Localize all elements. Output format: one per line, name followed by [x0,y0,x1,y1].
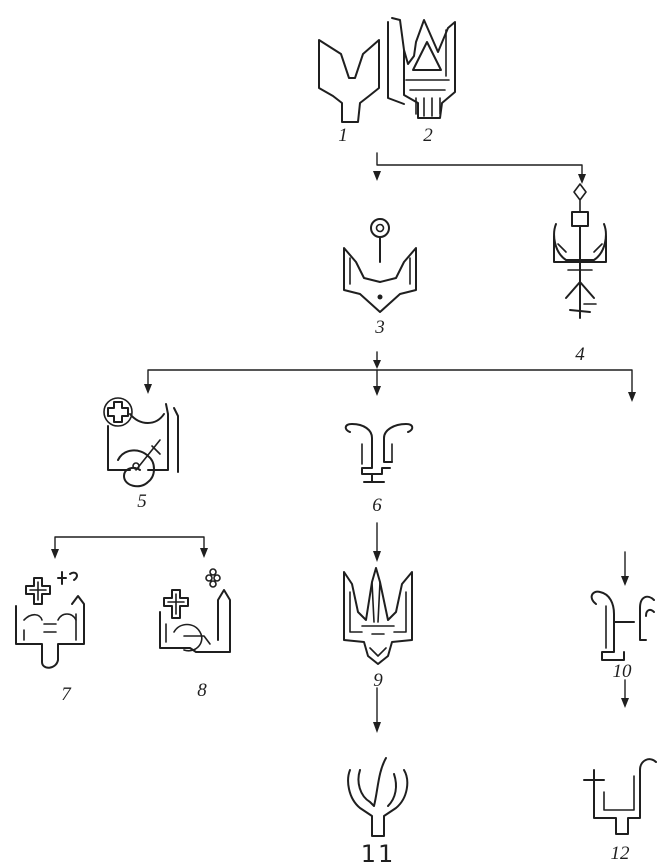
sign-5-glyph [104,398,178,486]
label-4: 4 [575,345,585,364]
sign-3-glyph [344,219,416,312]
arrow-right-column [628,392,636,402]
arrow-to-7 [51,549,59,559]
arrow-to-10 [621,576,629,586]
arrow-to-5 [144,384,152,394]
sign-6-glyph [346,424,413,482]
label-8: 8 [197,681,207,700]
connector-branch-5-6-10 [148,370,632,396]
connectors [51,153,636,733]
label-10: 10 [613,662,632,681]
sign-2-glyph [388,18,455,118]
label-12: 12 [611,844,630,863]
arrow-to-11 [373,722,381,733]
sign-7-glyph [16,572,84,668]
sign-8-glyph [160,569,230,652]
sign-11-glyph [348,758,407,836]
label-9: 9 [373,671,383,690]
arrow-to-3 [373,171,381,181]
label-3: 3 [375,318,385,337]
sign-10-glyph [592,592,654,660]
arrow-3-down [373,360,381,369]
arrow-to-12 [621,698,629,708]
label-7: 7 [61,685,71,704]
sign-1-glyph [319,40,379,122]
sign-9-glyph [344,568,412,664]
sign-12-glyph [584,759,656,834]
connector-5-to-7-8 [55,537,204,555]
label-11: 11 [361,842,396,866]
connector-2-to-3-4 [377,153,582,178]
arrow-to-8 [200,548,208,558]
arrow-to-4 [578,174,586,184]
arrow-to-9 [373,551,381,562]
label-1: 1 [338,126,348,145]
arrow-to-6 [373,386,381,396]
sign-4-glyph [554,184,606,318]
label-2: 2 [423,126,433,145]
label-6: 6 [372,496,382,515]
label-5: 5 [137,492,147,511]
